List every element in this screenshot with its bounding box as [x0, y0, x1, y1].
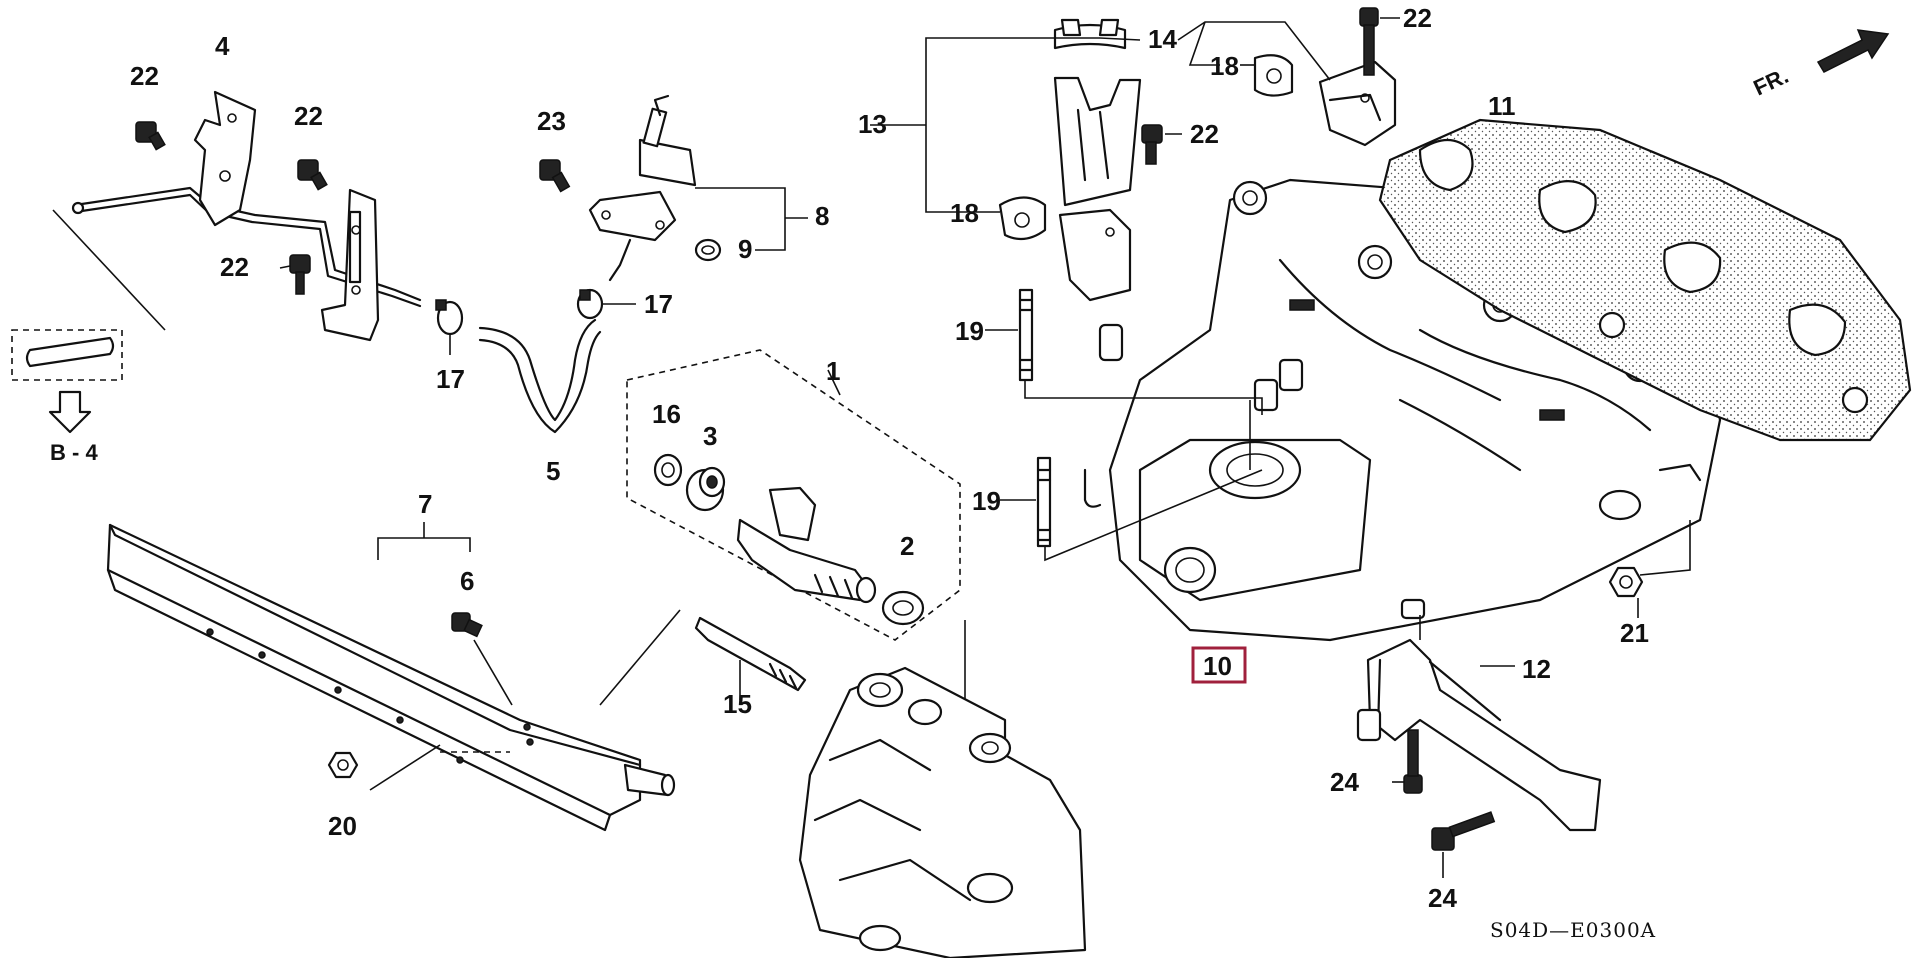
front-direction-label: FR. — [1750, 63, 1793, 101]
hose-clamp-17-b[interactable] — [576, 288, 604, 320]
callout-bracket-13 — [870, 37, 1141, 213]
callout-10[interactable]: 10 — [1203, 651, 1232, 681]
callout-22-a[interactable]: 22 — [130, 61, 159, 91]
callout-14[interactable]: 14 — [1148, 24, 1177, 54]
bolt-24-a[interactable] — [1403, 729, 1423, 794]
o-ring-9[interactable] — [694, 238, 722, 262]
stud-19-a[interactable] — [1018, 288, 1124, 382]
fuel-rail-7[interactable] — [106, 523, 676, 832]
callout-23[interactable]: 23 — [537, 106, 566, 136]
callout-18-a[interactable]: 18 — [950, 198, 979, 228]
callout-11[interactable]: 11 — [1488, 91, 1516, 121]
callout-bracket-7 — [377, 522, 471, 560]
fuel-injector[interactable] — [736, 486, 877, 604]
highlight-box — [1191, 646, 1247, 684]
pipe-bracket-lower[interactable] — [320, 188, 380, 342]
clip-18-b[interactable] — [1253, 54, 1294, 97]
bolt-6[interactable] — [451, 612, 483, 638]
bracket-14[interactable] — [1318, 60, 1397, 147]
callout-17-b[interactable]: 17 — [644, 289, 673, 319]
hose-detail-b4[interactable] — [11, 329, 123, 381]
clip-top-13[interactable] — [1053, 18, 1127, 50]
manifold-gasket-11[interactable] — [1378, 118, 1912, 442]
callout-18-b[interactable]: 18 — [1210, 51, 1239, 81]
callout-bracket-8-9 — [695, 187, 808, 251]
callout-12[interactable]: 12 — [1522, 654, 1551, 684]
callout-7[interactable]: 7 — [418, 489, 432, 519]
bolt-24-b[interactable] — [1431, 811, 1496, 851]
bracket-lower-13[interactable] — [1058, 208, 1132, 302]
callout-bracket-14 — [1177, 21, 1331, 81]
callout-1[interactable]: 1 — [826, 356, 840, 386]
callout-8[interactable]: 8 — [815, 201, 829, 231]
hose-clamp-17-a[interactable] — [435, 299, 464, 336]
stud-19-b[interactable] — [1036, 456, 1102, 548]
bolt-22-a[interactable] — [135, 121, 166, 151]
callout-19-b[interactable]: 19 — [972, 486, 1001, 516]
callout-17-a[interactable]: 17 — [436, 364, 465, 394]
o-ring-2[interactable] — [881, 590, 925, 626]
bolt-22-b[interactable] — [297, 159, 328, 191]
manifold-bracket-12[interactable] — [1356, 598, 1602, 832]
bracket-13[interactable] — [1053, 76, 1142, 207]
leader-line — [52, 209, 166, 331]
leader-line — [1024, 380, 1263, 415]
callout-9[interactable]: 9 — [738, 234, 752, 264]
callout-22-c[interactable]: 22 — [220, 252, 249, 282]
callout-20[interactable]: 20 — [328, 811, 357, 841]
callout-6[interactable]: 6 — [460, 566, 474, 596]
pressure-regulator-8[interactable] — [588, 94, 697, 282]
nut-20[interactable] — [327, 751, 359, 779]
diagram-code: S04D—E0300A — [1490, 918, 1656, 942]
callout-3[interactable]: 3 — [703, 421, 717, 451]
callout-24-b[interactable]: 24 — [1428, 883, 1457, 913]
injector-kit-outline — [626, 349, 961, 641]
reference-label: B - 4 — [50, 440, 98, 465]
callout-24-a[interactable]: 24 — [1330, 767, 1359, 797]
fuel-hose-5[interactable] — [478, 318, 602, 434]
intake-manifold-lower-detail[interactable] — [798, 620, 1087, 958]
pipe-bracket-4[interactable] — [193, 90, 257, 227]
seal-ring-16[interactable] — [653, 453, 683, 487]
cushion-ring-3[interactable] — [685, 466, 726, 512]
callout-22-d[interactable]: 22 — [1190, 119, 1219, 149]
clip-18-a[interactable] — [998, 196, 1047, 241]
callout-21[interactable]: 21 — [1620, 618, 1649, 648]
bolt-22-d[interactable] — [1359, 7, 1379, 76]
callout-22-b[interactable]: 22 — [294, 101, 323, 131]
callout-19-a[interactable]: 19 — [955, 316, 984, 346]
callout-2[interactable]: 2 — [900, 531, 914, 561]
b4-reference-arrow — [48, 390, 92, 434]
fuel-return-pipe[interactable] — [71, 186, 422, 308]
callout-22-e[interactable]: 22 — [1403, 3, 1432, 33]
callout-16[interactable]: 16 — [652, 399, 681, 429]
callout-15[interactable]: 15 — [723, 689, 752, 719]
bolt-23[interactable] — [539, 159, 571, 193]
front-direction-arrow — [1816, 29, 1890, 73]
callout-5[interactable]: 5 — [546, 456, 560, 486]
nut-21[interactable] — [1608, 566, 1644, 598]
leader-line — [1044, 469, 1263, 562]
callout-13[interactable]: 13 — [858, 109, 887, 139]
stud-bolt-15[interactable] — [694, 616, 807, 692]
callout-4[interactable]: 4 — [215, 31, 230, 61]
bolt-22-e[interactable] — [1141, 124, 1163, 165]
bolt-22-c[interactable] — [289, 254, 311, 295]
